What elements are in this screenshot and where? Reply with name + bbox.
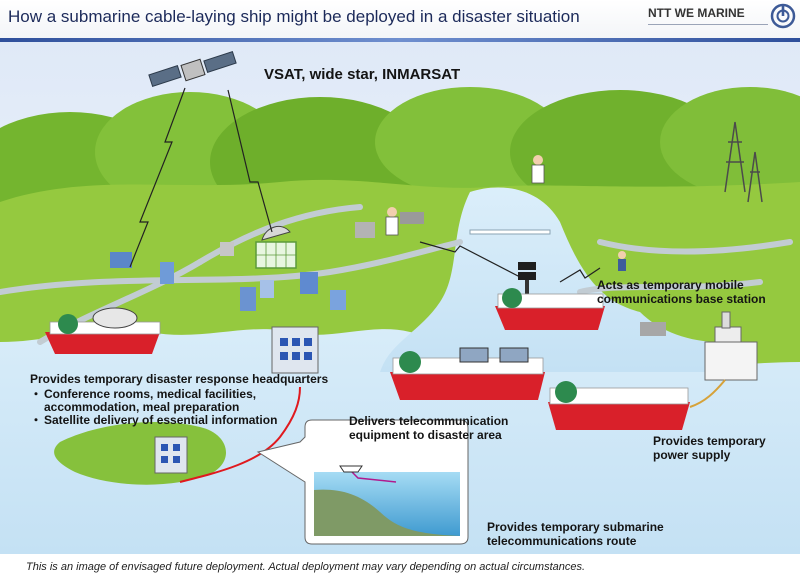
bullet-dot: ・ [30, 387, 43, 401]
bridge [469, 229, 551, 235]
power-label: Provides temporary power supply [653, 434, 766, 462]
power-pylons [724, 121, 763, 203]
brand-underline [648, 24, 768, 25]
people-figures [385, 155, 626, 271]
hq-feature-text: Satellite delivery of essential informat… [44, 413, 278, 427]
bullet-dot: ・ [30, 413, 43, 427]
ntt-logo-icon [770, 3, 796, 29]
satellite-label: VSAT, wide star, INMARSAT [264, 66, 461, 83]
signal-lines [129, 87, 601, 283]
power-label-line1: Provides temporary [653, 434, 766, 448]
hq-feature-item: ・Satellite delivery of essential informa… [30, 414, 277, 427]
ship-base-station [495, 288, 605, 330]
route-label: Provides temporary submarine telecommuni… [487, 520, 664, 548]
factory-icon [704, 311, 758, 381]
delivers-label: Delivers telecommunication equipment to … [349, 414, 508, 442]
hq-label-title: Provides temporary disaster response hea… [30, 372, 329, 386]
town-buildings [110, 212, 666, 336]
route-label-line2: telecommunications route [487, 534, 637, 548]
bay-water [380, 187, 720, 372]
mobile-base-label-line1: Acts as temporary mobile [597, 278, 744, 292]
ship-power [548, 381, 690, 430]
power-label-line2: power supply [653, 448, 731, 462]
header-divider [0, 38, 800, 42]
island-building-icon [154, 436, 188, 474]
base-station-antenna-icon [518, 262, 536, 294]
delivers-label-line1: Delivers telecommunication [349, 414, 509, 428]
submarine-cable [179, 386, 301, 483]
header-bar: How a submarine cable-laying ship might … [0, 0, 800, 38]
page-title: How a submarine cable-laying ship might … [8, 7, 580, 26]
power-cable [689, 379, 726, 408]
hq-feature-item: accommodation, meal preparation [30, 401, 277, 414]
hq-feature-item: ・Conference rooms, medical facilities, [30, 388, 277, 401]
mobile-base-label: Acts as temporary mobile communications … [597, 278, 766, 306]
ship-delivery [390, 347, 545, 400]
route-label-line1: Provides temporary submarine [487, 520, 664, 534]
compound-grid [256, 242, 296, 268]
disaster-scene-illustration [0, 42, 800, 554]
hq-building-icon [271, 326, 319, 374]
inset-bubble [256, 419, 469, 545]
hq-feature-list: ・Conference rooms, medical facilities, a… [30, 388, 277, 427]
ship-left [45, 307, 161, 354]
brand-name: NTT WE MARINE [648, 6, 745, 20]
satellite-icon [148, 51, 237, 87]
hq-feature-text: Conference rooms, medical facilities, [44, 387, 257, 401]
hq-feature-text: accommodation, meal preparation [44, 400, 240, 414]
mobile-base-label-line2: communications base station [597, 292, 766, 306]
delivers-label-line2: equipment to disaster area [349, 428, 502, 442]
disclaimer-text: This is an image of envisaged future dep… [26, 561, 586, 573]
ground-dish-icon [261, 225, 291, 241]
